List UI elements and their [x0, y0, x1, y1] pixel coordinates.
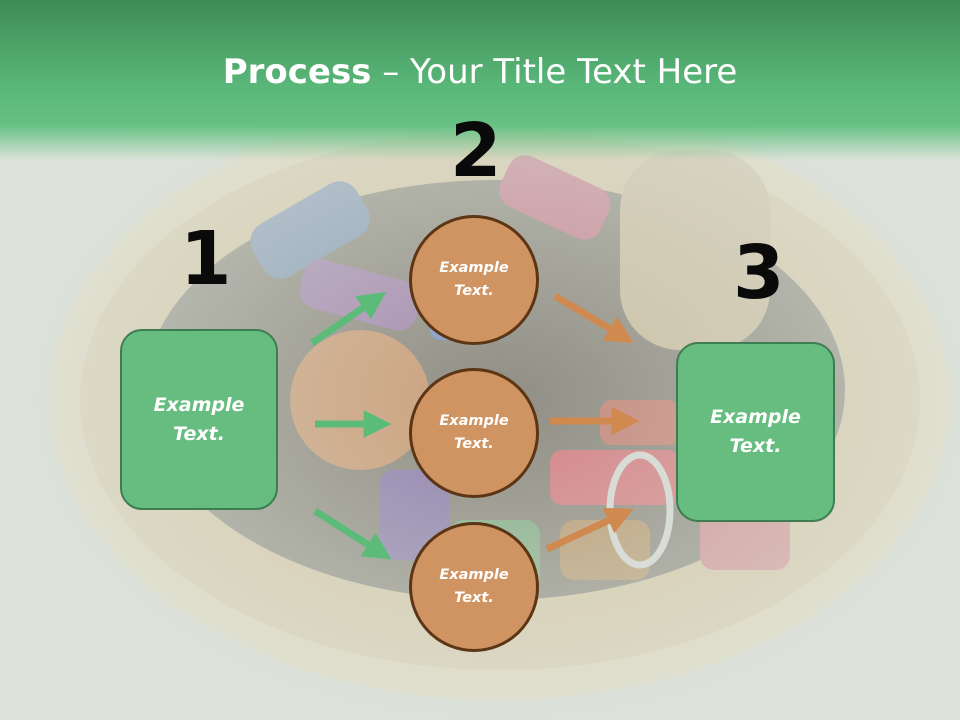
step-number-3: 3: [733, 230, 785, 316]
circle-top-text: Example Text.: [439, 260, 509, 299]
right-box-text: Example Text.: [710, 406, 801, 457]
title-rest: – Your Title Text Here: [371, 52, 738, 92]
circle-middle: Example Text.: [409, 368, 539, 498]
arrow-orange-up: [545, 507, 634, 553]
right-text-box: Example Text.: [676, 342, 835, 522]
slide-title: Process – Your Title Text Here: [0, 52, 960, 92]
step-number-1: 1: [180, 216, 232, 302]
circle-bottom-text: Example Text.: [439, 567, 509, 606]
arrow-green-up: [310, 291, 387, 346]
title-bar: [0, 0, 960, 160]
arrow-orange-down: [553, 292, 634, 344]
step-number-2: 2: [450, 108, 502, 194]
circle-top: Example Text.: [409, 215, 539, 345]
circle-middle-text: Example Text.: [439, 413, 509, 452]
circle-bottom: Example Text.: [409, 522, 539, 652]
title-bold: Process: [222, 52, 372, 92]
arrow-green-down: [313, 508, 392, 560]
left-box-text: Example Text.: [153, 393, 245, 445]
left-text-box: Example Text.: [120, 329, 278, 510]
